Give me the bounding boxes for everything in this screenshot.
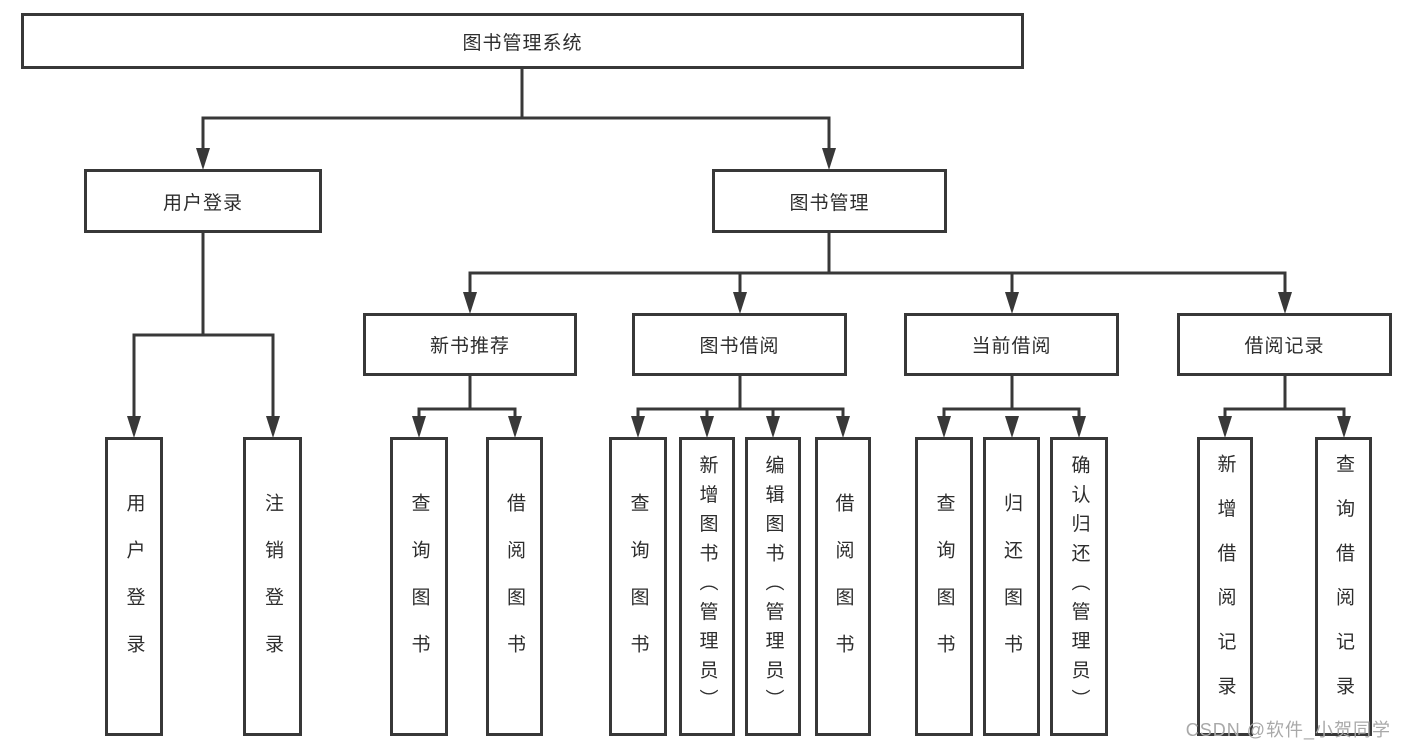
- leaf-logout: 注销登录: [243, 437, 302, 736]
- watermark: CSDN @软件_小贺同学: [1185, 720, 1391, 740]
- node-label: 查询图书: [933, 492, 955, 681]
- leaf-user-login: 用户登录: [105, 437, 163, 736]
- node-label: 新书推荐: [429, 336, 510, 357]
- leaf-borrow-books-recommend: 借阅图书: [486, 437, 543, 736]
- node-label: 编辑图书（管理员）: [762, 455, 784, 718]
- leaf-add-borrow-record: 新增借阅记录: [1197, 437, 1253, 736]
- node-label: 用户登录: [162, 192, 243, 214]
- node-current-borrowing: 当前借阅: [904, 313, 1119, 376]
- node-label: 查询图书: [627, 492, 649, 681]
- node-new-book-recommendation: 新书推荐: [363, 313, 577, 376]
- node-label: 新增借阅记录: [1214, 453, 1236, 720]
- node-label: 当前借阅: [971, 336, 1052, 357]
- node-label: 注销登录: [262, 492, 283, 681]
- node-label: 借阅记录: [1244, 336, 1325, 357]
- node-label: 新增图书（管理员）: [696, 455, 718, 718]
- node-user-login: 用户登录: [84, 169, 322, 233]
- leaf-edit-books-admin: 编辑图书（管理员）: [745, 437, 801, 736]
- node-label: 图书管理: [789, 192, 870, 214]
- arrowheads: [127, 148, 1351, 438]
- node-label: 确认归还（管理员）: [1068, 455, 1090, 718]
- leaf-query-books-borrow: 查询图书: [609, 437, 667, 736]
- leaf-borrow-books: 借阅图书: [815, 437, 871, 736]
- node-book-borrowing: 图书借阅: [632, 313, 847, 376]
- node-borrowing-records: 借阅记录: [1177, 313, 1392, 376]
- node-label: 借阅图书: [832, 492, 854, 681]
- leaf-query-books-current: 查询图书: [915, 437, 973, 736]
- node-label: 查询图书: [408, 492, 430, 681]
- node-library-management-system: 图书管理系统: [21, 13, 1024, 69]
- leaf-return-books: 归还图书: [983, 437, 1040, 736]
- node-label: 归还图书: [1001, 492, 1022, 681]
- node-label: 查询借阅记录: [1333, 453, 1354, 720]
- node-label: 用户登录: [123, 492, 145, 681]
- leaf-add-books-admin: 新增图书（管理员）: [679, 437, 735, 736]
- leaf-confirm-return-admin: 确认归还（管理员）: [1050, 437, 1108, 736]
- node-label: 借阅图书: [504, 492, 525, 681]
- node-book-management: 图书管理: [712, 169, 947, 233]
- node-label: 图书借阅: [699, 336, 780, 357]
- leaf-query-books-recommend: 查询图书: [390, 437, 448, 736]
- node-label: 图书管理系统: [462, 32, 583, 54]
- leaf-query-borrow-record: 查询借阅记录: [1315, 437, 1372, 736]
